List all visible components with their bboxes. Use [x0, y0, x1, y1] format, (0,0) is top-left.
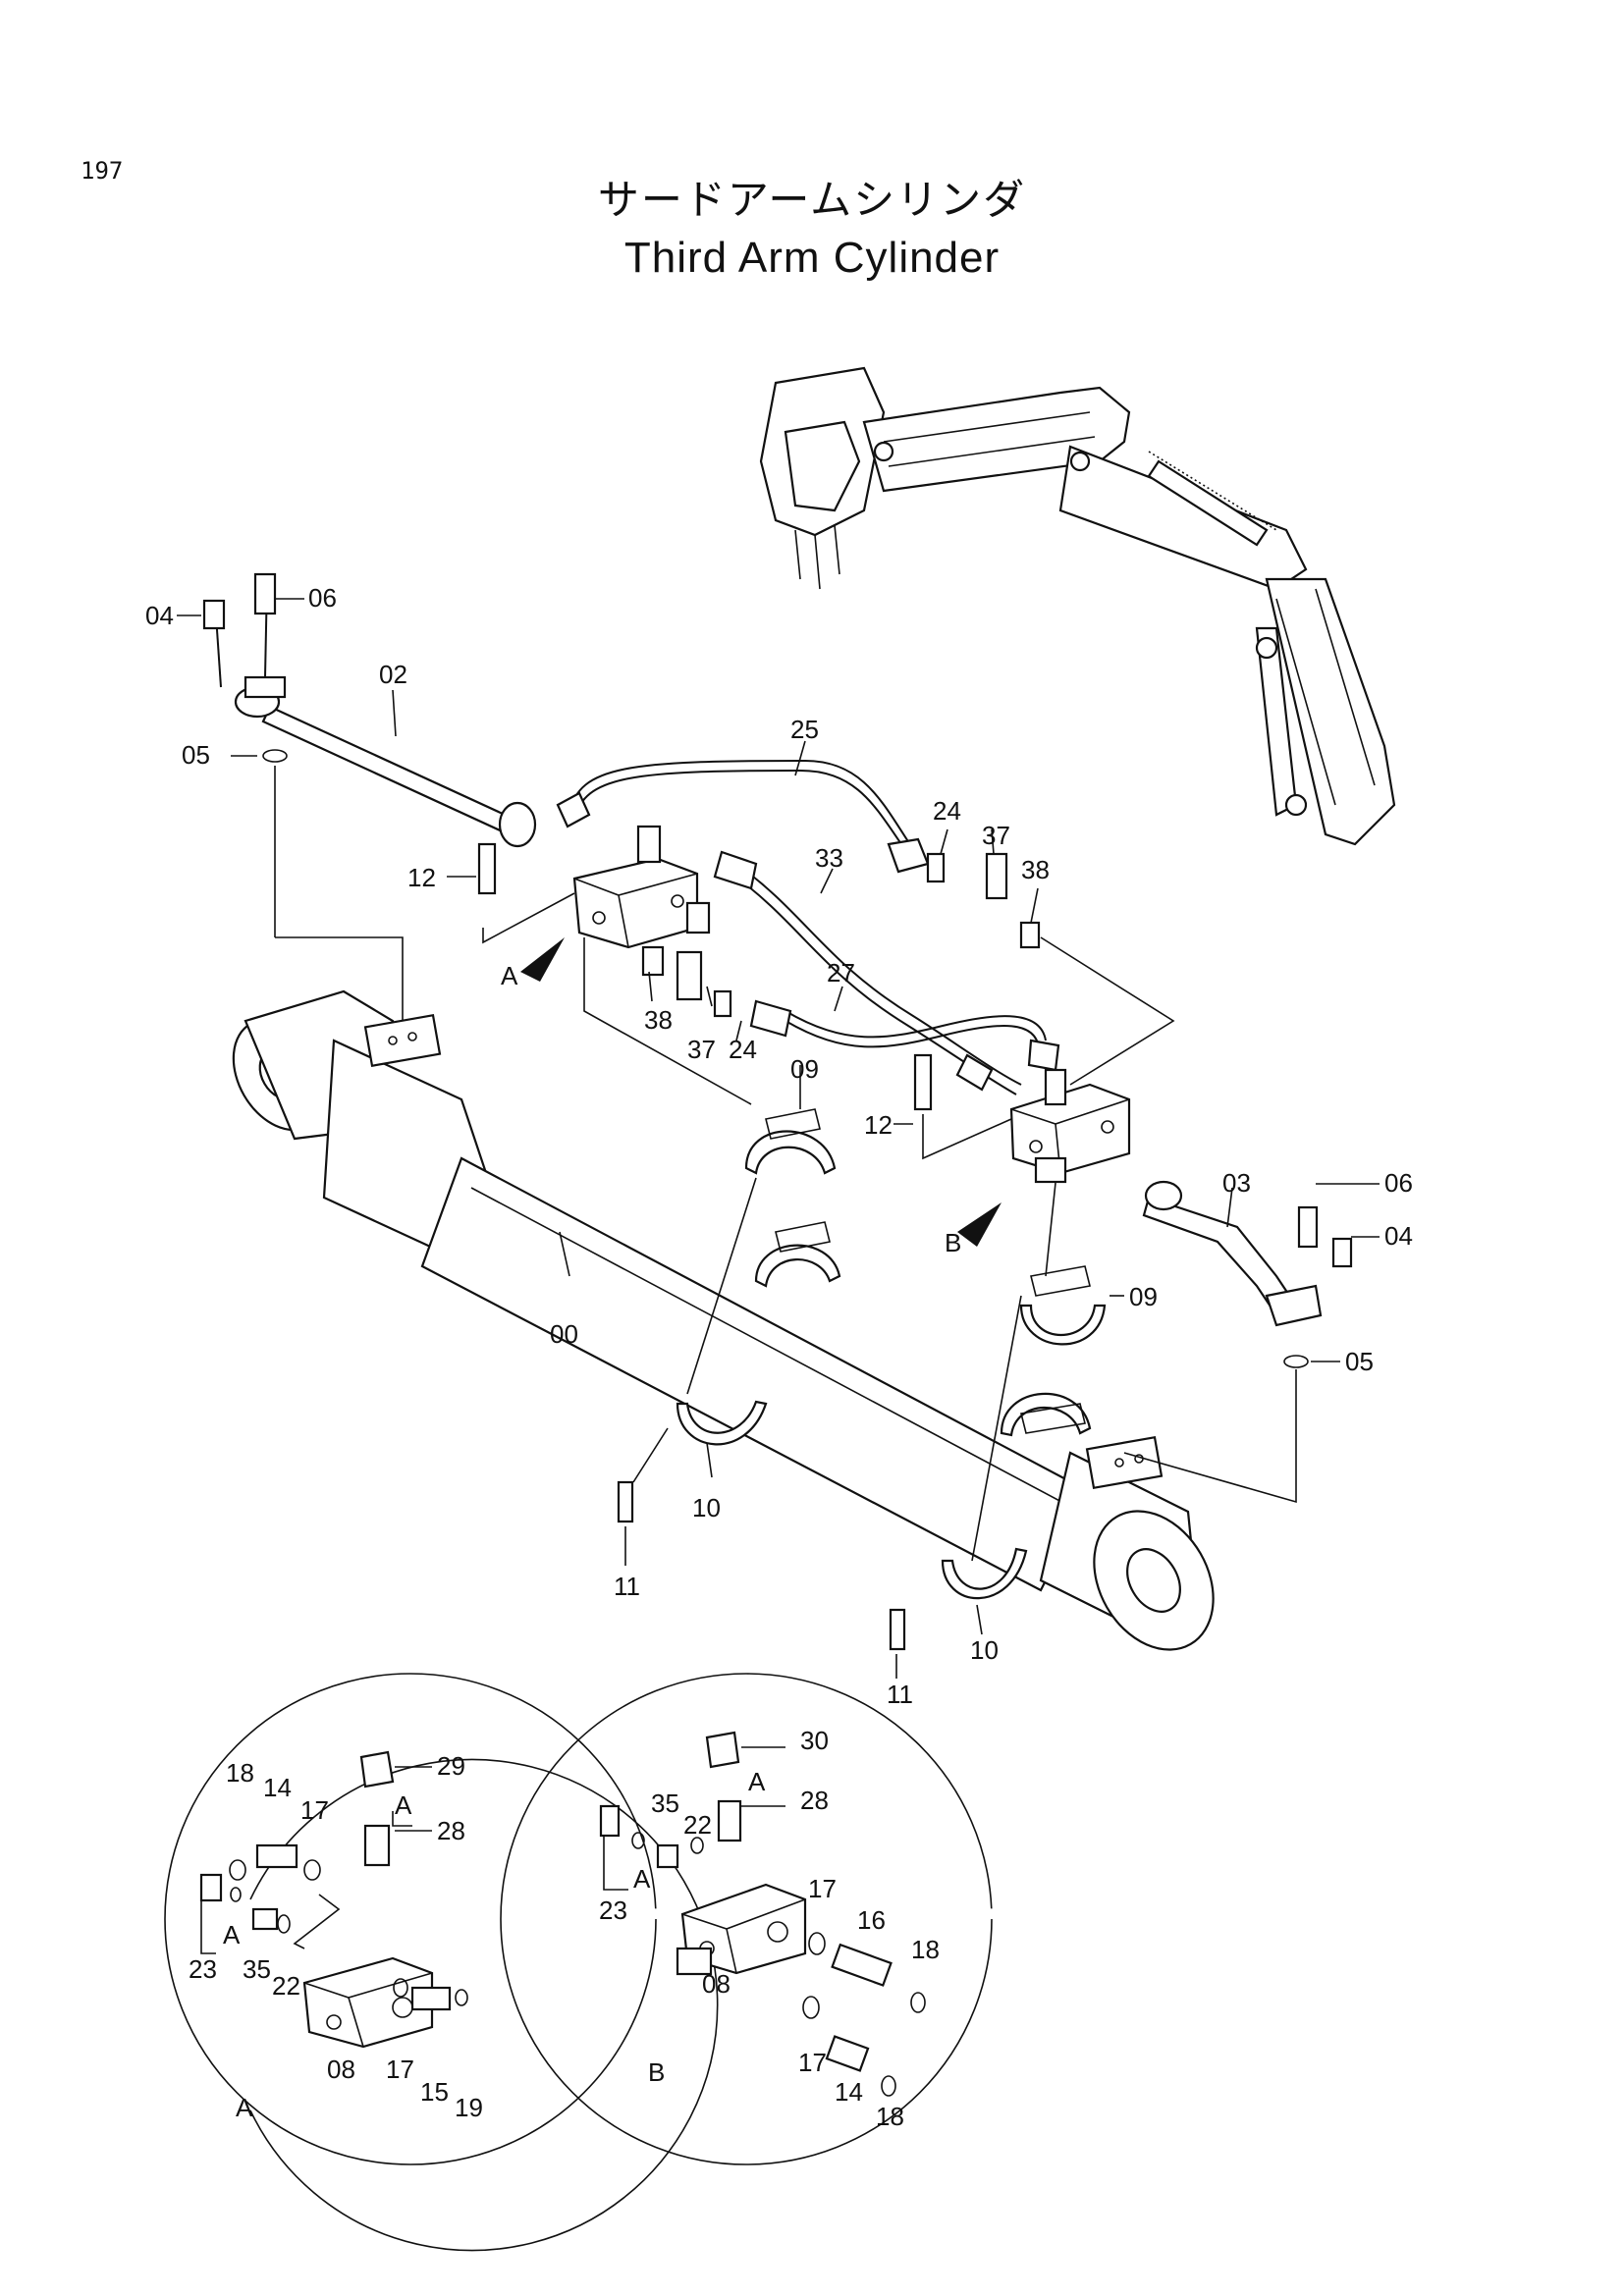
- detail-b-label: A: [633, 1864, 651, 1894]
- callout-27: 27: [827, 958, 855, 988]
- detail-a-label: 08: [327, 2055, 355, 2084]
- callout-33: 33: [815, 843, 843, 873]
- detail-a-label: 23: [189, 1954, 217, 1984]
- detail-a-label: 35: [243, 1954, 271, 1984]
- leader-lines: [177, 598, 1380, 1679]
- callout-06: 06: [308, 583, 337, 613]
- callout-05: 05: [1345, 1347, 1374, 1376]
- bolt-12-a: [477, 842, 497, 895]
- detail-b-label: 17: [808, 1874, 837, 1903]
- callout-38: 38: [644, 1005, 673, 1035]
- callout-02: 02: [379, 660, 407, 689]
- callout-10: 10: [970, 1635, 999, 1665]
- callout-37: 37: [687, 1035, 716, 1064]
- valve-block-b: [1009, 1068, 1131, 1184]
- detail-b-label: 14: [835, 2077, 863, 2107]
- callout-09: 09: [1129, 1282, 1158, 1311]
- detail-a-label: 22: [272, 1971, 300, 2001]
- cylinder-00: [232, 989, 1215, 1651]
- detail-b-labels: 30 A 35 28 22 A 23 17 16 18 08 17 14 18 …: [599, 1726, 940, 2131]
- detail-a-label: 19: [455, 2093, 483, 2122]
- callout-37: 37: [982, 821, 1010, 850]
- callout-10: 10: [692, 1493, 721, 1522]
- callout-labels: 04 06 02 05 12 25 24 37 38 33 A 27 38 37…: [145, 583, 1413, 1709]
- title-japanese: サードアームシリンダ: [597, 176, 1027, 224]
- callout-11: 11: [887, 1680, 913, 1709]
- callout-38: 38: [1021, 855, 1050, 884]
- machine-illustration: [759, 366, 1396, 846]
- detail-a-label: 14: [263, 1773, 292, 1802]
- detail-b-label: A: [748, 1767, 766, 1796]
- detail-a-label: 15: [420, 2077, 449, 2107]
- detail-b-label: 18: [911, 1935, 940, 1964]
- callout-06: 06: [1384, 1168, 1413, 1198]
- view-a-arrow: [520, 937, 565, 982]
- callout-04: 04: [1384, 1221, 1413, 1251]
- detail-b-label: 35: [651, 1789, 679, 1818]
- detail-b-letter: B: [648, 2057, 665, 2087]
- detail-a-label: 17: [386, 2055, 414, 2084]
- detail-b-label: 22: [683, 1810, 712, 1840]
- detail-a-label: 17: [300, 1795, 329, 1825]
- view-b-label: B: [945, 1228, 961, 1257]
- detail-b-label: 18: [876, 2102, 904, 2131]
- hoses: [556, 759, 1060, 1095]
- detail-b-label: 16: [857, 1905, 886, 1935]
- detail-circle-b: [500, 1673, 993, 2165]
- pipe-02: [202, 572, 537, 848]
- detail-a-label: A: [223, 1920, 241, 1949]
- detail-a-label: 28: [437, 1816, 465, 1845]
- detail-b-label: 28: [800, 1786, 829, 1815]
- detail-circle-a: [164, 1673, 719, 2252]
- pipe-03: [1142, 1180, 1353, 1327]
- detail-b-label: 17: [798, 2048, 827, 2077]
- callout-00: 00: [550, 1319, 578, 1349]
- detail-b-label: 23: [599, 1896, 627, 1925]
- detail-b-label: 08: [702, 1969, 731, 1999]
- detail-b-label: 30: [800, 1726, 829, 1755]
- callout-03: 03: [1222, 1168, 1251, 1198]
- detail-a-labels: 18 14 17 29 A 28 23 A 35 22 08 17 15 19 …: [189, 1751, 483, 2122]
- callout-04: 04: [145, 601, 174, 630]
- bolt-12-b: [913, 1053, 933, 1111]
- view-a-label: A: [501, 961, 518, 990]
- callout-24: 24: [729, 1035, 757, 1064]
- title-english: Third Arm Cylinder: [623, 234, 1001, 282]
- detail-a-label: 18: [226, 1758, 254, 1788]
- clamps: [617, 1108, 1107, 1651]
- detail-a-letter: A: [236, 2093, 253, 2122]
- callout-11: 11: [614, 1572, 640, 1601]
- callout-12: 12: [407, 863, 436, 892]
- callout-05: 05: [182, 740, 210, 770]
- callout-24: 24: [933, 796, 961, 826]
- page-number: 197: [81, 157, 124, 185]
- callout-25: 25: [790, 715, 819, 744]
- callout-09: 09: [790, 1054, 819, 1084]
- callout-12: 12: [864, 1110, 893, 1140]
- view-b-arrow: [957, 1202, 1001, 1247]
- detail-a-label: A: [395, 1790, 412, 1820]
- valve-block-a: [572, 825, 1041, 1018]
- detail-a-label: 29: [437, 1751, 465, 1781]
